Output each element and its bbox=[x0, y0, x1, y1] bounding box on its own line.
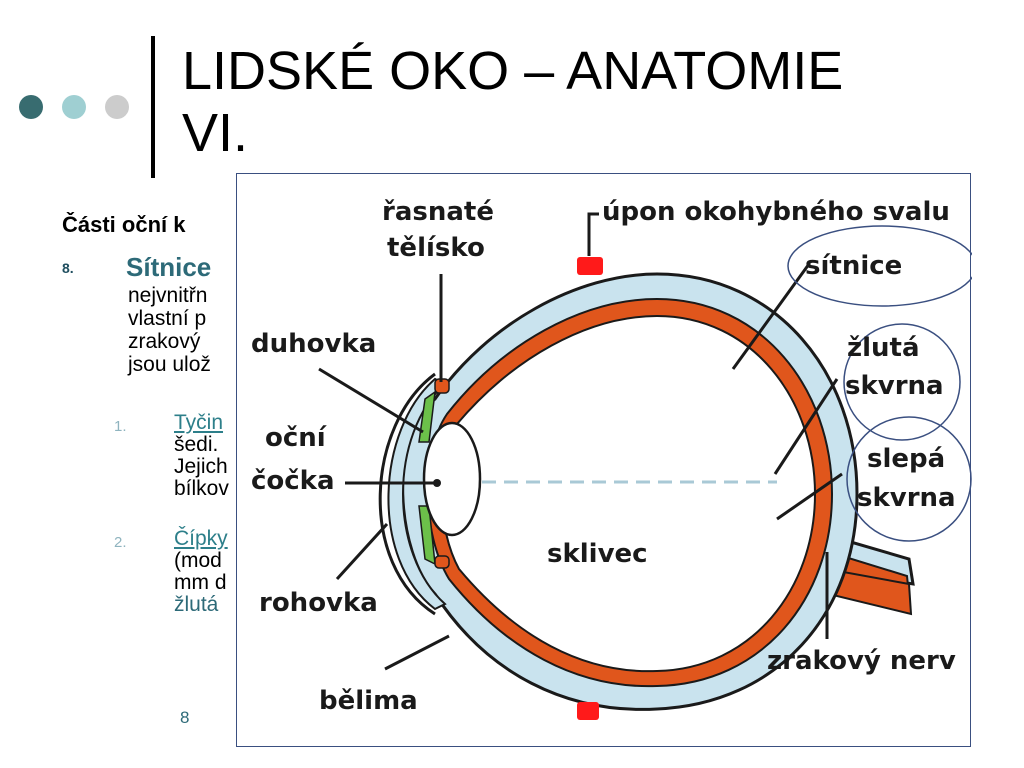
item-line: vlastní p bbox=[128, 307, 207, 330]
iris-upper bbox=[418, 390, 436, 443]
eye-diagram-svg: řasnaté tělísko úpon okohybného svalu sí… bbox=[251, 197, 972, 720]
pointer-iris bbox=[318, 367, 424, 434]
highlight-retina bbox=[787, 225, 972, 307]
title-line-1: LIDSKÉ OKO – ANATOMIE bbox=[182, 41, 844, 101]
pointer-muscle bbox=[587, 212, 599, 256]
label-macula-1: žlutá bbox=[847, 333, 920, 363]
pointer-sclera bbox=[384, 634, 450, 671]
highlight-macula bbox=[843, 323, 961, 441]
item-number: 8. bbox=[62, 260, 74, 276]
label-blind-spot-1: slepá bbox=[867, 444, 945, 474]
subitem-number: 2. bbox=[114, 534, 127, 551]
decor-dot-dark bbox=[19, 95, 43, 119]
subitem-line: bílkov bbox=[174, 477, 229, 500]
label-ciliary-body-1: řasnaté bbox=[382, 197, 494, 227]
label-cornea: rohovka bbox=[259, 588, 378, 618]
label-muscle-attachment: úpon okohybného svalu bbox=[602, 197, 950, 227]
item-line: nejvnitřn bbox=[128, 284, 208, 307]
subitem-number: 1. bbox=[114, 418, 127, 435]
subitem-line: šedi. bbox=[174, 433, 219, 456]
item-body: nejvnitřn vlastní p zrakový jsou ulož bbox=[128, 284, 211, 376]
pointer-macula bbox=[773, 378, 839, 475]
label-retina: sítnice bbox=[805, 251, 902, 281]
slide-title: LIDSKÉ OKO – ANATOMIE VI. bbox=[182, 40, 843, 164]
label-lens-1: oční bbox=[265, 423, 328, 453]
subitem-line: žlutá bbox=[174, 593, 219, 616]
muscle-attachment-top bbox=[577, 257, 603, 275]
label-lens-2: čočka bbox=[251, 466, 335, 496]
pointer-blind-spot bbox=[776, 472, 843, 521]
subitem-line: Jejich bbox=[174, 455, 228, 478]
eye-diagram: řasnaté tělísko úpon okohybného svalu sí… bbox=[236, 173, 972, 747]
label-ciliary-body-2: tělísko bbox=[387, 233, 485, 263]
label-vitreous: sklivec bbox=[547, 539, 648, 569]
cornea bbox=[378, 372, 436, 616]
label-blind-spot-2: skvrna bbox=[857, 483, 956, 513]
title-line-2: VI. bbox=[182, 103, 249, 163]
item-title: Sítnice bbox=[126, 252, 212, 282]
muscle-attachment-bottom bbox=[577, 702, 599, 720]
label-sclera: bělima bbox=[319, 686, 418, 716]
lens bbox=[422, 421, 482, 537]
subitem-link[interactable]: Čípky bbox=[174, 527, 228, 550]
subitem-line: mm d bbox=[174, 571, 227, 594]
section-heading: Části oční k bbox=[62, 212, 186, 237]
pointer-cornea bbox=[335, 522, 389, 581]
pointer-lens-dot bbox=[433, 479, 441, 487]
ciliary-body-lower bbox=[434, 555, 450, 569]
highlight-blind-spot bbox=[846, 416, 972, 542]
label-iris: duhovka bbox=[251, 329, 376, 359]
decor-dot-mid bbox=[62, 95, 86, 119]
subitem-link[interactable]: Tyčin bbox=[174, 411, 224, 434]
item-line: jsou ulož bbox=[128, 353, 211, 376]
pointer-retina bbox=[731, 263, 811, 370]
item-line: zrakový bbox=[128, 330, 201, 353]
decor-dot-light bbox=[105, 95, 129, 119]
vitreous-body bbox=[440, 314, 817, 673]
label-macula-2: skvrna bbox=[845, 371, 944, 401]
label-optic-nerve: zrakový nerv bbox=[767, 646, 956, 676]
cornea-fill bbox=[387, 377, 447, 611]
subitem-line: (mod bbox=[174, 549, 222, 572]
page-number: 8 bbox=[180, 708, 190, 727]
slide-body: Části oční k 8. Sítnice nejvnitřn vlastn… bbox=[62, 212, 237, 652]
title-divider bbox=[151, 36, 155, 178]
